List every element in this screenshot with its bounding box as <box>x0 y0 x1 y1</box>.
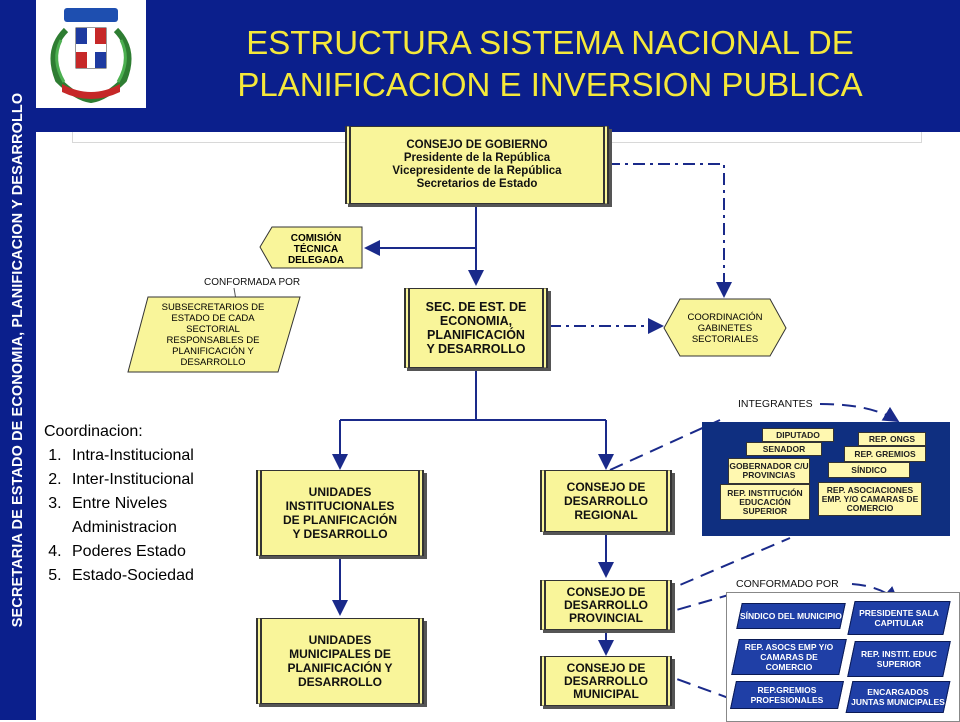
unidades-mun-line: UNIDADES <box>308 633 372 647</box>
coordinacion-line: COORDINACIÓN <box>687 311 763 323</box>
coordinacion-heading: Coordinacion: <box>44 423 143 440</box>
coordinacion-gabinetes-node: COORDINACIÓN GABINETES SECTORIALES <box>672 300 778 356</box>
conformado-card: REP.GREMIOS PROFESIONALES <box>730 681 844 709</box>
provincial-line: CONSEJO DE <box>566 584 646 599</box>
unidades-mun-line: MUNICIPALES DE <box>289 647 391 661</box>
conformado-card: SÍNDICO DEL MUNICIPIO <box>736 603 846 629</box>
integrantes-label: INTEGRANTES <box>738 398 813 410</box>
conformado-card-text: REP. ASOCS EMP Y/O CAMARAS DE COMERCIO <box>744 642 834 672</box>
regional-line: REGIONAL <box>574 508 638 522</box>
unidades-inst-line: UNIDADES <box>308 485 372 499</box>
consejo-provincial-node: CONSEJO DE DESARROLLO PROVINCIAL <box>540 580 672 630</box>
coordinacion-line: SECTORIALES <box>691 333 759 345</box>
sec-economia-line: SEC. DE EST. DE <box>425 300 527 314</box>
sidebar: SECRETARIA DE ESTADO DE ECONOMIA, PLANIF… <box>0 0 36 720</box>
comision-node: COMISIÓN TÉCNICA DELEGADA <box>270 228 362 270</box>
integrante-card: REP. ASOCIACIONES EMP. Y/O CAMARAS DE CO… <box>818 482 922 516</box>
unidades-inst-line: DE PLANIFICACIÓN <box>283 513 397 527</box>
title-line-1: ESTRUCTURA SISTEMA NACIONAL DE <box>246 24 854 61</box>
sec-economia-line: Y DESARROLLO <box>426 342 526 356</box>
consejo-gobierno-line: Secretarios de Estado <box>416 178 538 190</box>
conformado-card-text: PRESIDENTE SALA CAPITULAR <box>859 608 939 628</box>
coat-of-arms-logo <box>36 0 146 108</box>
consejo-regional-node: CONSEJO DE DESARROLLO REGIONAL <box>540 470 672 532</box>
consejo-gobierno-line: Vicepresidente de la República <box>392 165 562 177</box>
subsecretarios-line: SUBSECRETARIOS DE <box>161 302 265 313</box>
subsecretarios-line: RESPONSABLES DE <box>166 335 260 346</box>
page-title: ESTRUCTURA SISTEMA NACIONAL DE PLANIFICA… <box>150 22 950 106</box>
conformado-por-label: CONFORMADO POR <box>736 578 839 590</box>
conformado-card: REP. INSTIT. EDUC SUPERIOR <box>847 641 951 677</box>
sec-economia-line: ECONOMIA, <box>439 314 513 328</box>
coordinacion-gabinetes-shape <box>663 298 787 357</box>
conformado-card: REP. ASOCS EMP Y/O CAMARAS DE COMERCIO <box>731 639 847 675</box>
regional-line: CONSEJO DE <box>566 480 646 494</box>
subsecretarios-line: ESTADO DE CADA <box>171 313 255 324</box>
unidades-mun-line: PLANIFICACIÓN Y <box>287 661 393 675</box>
conformado-card-text: REP.GREMIOS PROFESIONALES <box>750 685 824 705</box>
regional-line: DESARROLLO <box>564 494 648 508</box>
coordinacion-item: Inter-Institucional <box>66 468 222 492</box>
municipal-line: CONSEJO DE <box>566 660 646 675</box>
consejo-municipal-node: CONSEJO DE DESARROLLO MUNICIPAL <box>540 656 672 706</box>
conformado-card-text: REP. INSTIT. EDUC SUPERIOR <box>861 649 937 669</box>
comision-line: TÉCNICA <box>293 243 339 255</box>
unidades-inst-line: INSTITUCIONALES <box>285 499 395 513</box>
subsecretarios-line: DESARROLLO <box>180 357 246 368</box>
comision-shape <box>259 226 363 269</box>
coordinacion-line: GABINETES <box>697 322 753 334</box>
municipal-line: MUNICIPAL <box>573 686 639 701</box>
conformado-card-text: SÍNDICO DEL MUNICIPIO <box>740 611 842 621</box>
integrante-card: DIPUTADO <box>762 428 834 442</box>
conformado-card: ENCARGADOS JUNTAS MUNICIPALES <box>845 681 951 713</box>
integrante-card: GOBERNADOR C/U PROVINCIAS <box>728 458 810 484</box>
unidades-institucionales-node: UNIDADES INSTITUCIONALES DE PLANIFICACIÓ… <box>256 470 424 556</box>
integrante-card: REP. INSTITUCIÓN EDUCACIÓN SUPERIOR <box>720 484 810 520</box>
integrante-card: REP. GREMIOS <box>844 446 926 462</box>
conformado-card: PRESIDENTE SALA CAPITULAR <box>847 601 951 635</box>
integrante-card: SÍNDICO <box>828 462 910 478</box>
coordinacion-list: Coordinacion: Intra-Institucional Inter-… <box>44 420 222 588</box>
conformada-por-label: CONFORMADA POR <box>204 277 301 288</box>
subsecretarios-line: PLANIFICACIÓN Y <box>172 346 254 357</box>
conformado-card-text: ENCARGADOS JUNTAS MUNICIPALES <box>851 687 945 707</box>
header-bar <box>36 0 960 132</box>
subsecretarios-line: SECTORIAL <box>186 324 240 335</box>
title-line-2: PLANIFICACION E INVERSION PUBLICA <box>237 66 863 103</box>
coordinacion-item: Entre Niveles Administracion <box>66 492 222 540</box>
consejo-gobierno-node: CONSEJO DE GOBIERNO Presidente de la Rep… <box>345 126 609 204</box>
subsecretarios-node: SUBSECRETARIOS DE ESTADO DE CADA SECTORI… <box>148 297 278 373</box>
conformado-panel: SÍNDICO DEL MUNICIPIO PRESIDENTE SALA CA… <box>726 592 960 722</box>
coordinacion-item: Estado-Sociedad <box>66 564 222 588</box>
unidades-mun-line: DESARROLLO <box>298 675 382 689</box>
consejo-gobierno-title: CONSEJO DE GOBIERNO <box>406 139 548 151</box>
subsecretarios-shape <box>127 296 301 373</box>
municipal-line: DESARROLLO <box>564 673 648 688</box>
consejo-gobierno-line: Presidente de la República <box>403 152 551 164</box>
comision-line: COMISIÓN <box>290 232 342 244</box>
integrantes-panel: DIPUTADO SENADOR GOBERNADOR C/U PROVINCI… <box>702 422 950 536</box>
sec-economia-node: SEC. DE EST. DE ECONOMIA, PLANIFICACIÓN … <box>404 288 548 368</box>
unidades-inst-line: Y DESARROLLO <box>292 527 388 541</box>
integrante-card: REP. ONGS <box>858 432 926 446</box>
provincial-line: DESARROLLO <box>564 597 648 612</box>
unidades-municipales-node: UNIDADES MUNICIPALES DE PLANIFICACIÓN Y … <box>256 618 424 704</box>
coordinacion-item: Intra-Institucional <box>66 444 222 468</box>
integrante-card: SENADOR <box>746 442 822 456</box>
comision-line: DELEGADA <box>287 254 345 266</box>
provincial-line: PROVINCIAL <box>568 610 643 625</box>
sec-economia-line: PLANIFICACIÓN <box>427 328 525 342</box>
coordinacion-item: Poderes Estado <box>66 540 222 564</box>
